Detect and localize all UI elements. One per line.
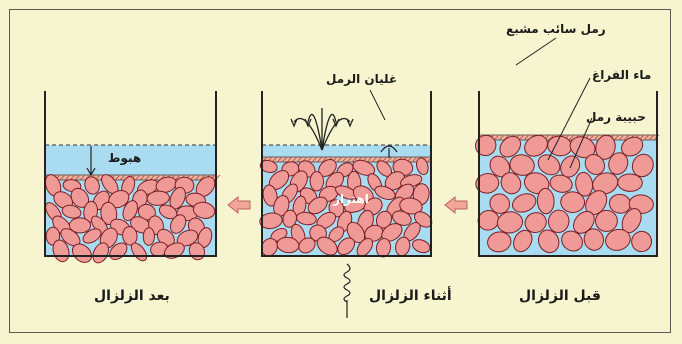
label-center-note: اهتزاز (333, 192, 369, 206)
label-saturated-sand: رمل سائب مشبع (506, 22, 606, 36)
sand-grain (537, 188, 554, 214)
label-before-earthquake: قبل الزلزال (519, 288, 601, 304)
container-after (42, 91, 220, 266)
label-sand-boil: غليان الرمل (326, 72, 397, 86)
sand-grains-during (259, 156, 435, 259)
label-after-earthquake: بعد الزلزال (94, 288, 170, 304)
label-subsidence: هبوط (108, 151, 141, 165)
sand-grain (618, 174, 643, 192)
sand-grain (310, 171, 324, 191)
label-during-earthquake: أثناء الزلزال (369, 288, 452, 304)
leader-line-saturated (516, 38, 556, 65)
sand-grain (143, 228, 155, 246)
leader-line-sand-boil (370, 90, 385, 120)
fountain-arrow-icon (291, 108, 353, 150)
sand-grain (595, 210, 618, 232)
label-pore-water: ماء الفراغ (592, 68, 651, 82)
container-during (259, 91, 435, 259)
label-sand-grain: حبيبة رمل (586, 110, 646, 124)
transition-arrow-icon (445, 197, 467, 213)
containers-layer (42, 91, 659, 266)
transition-arrow-icon (228, 197, 250, 213)
shaking-wave-icon (344, 264, 350, 302)
